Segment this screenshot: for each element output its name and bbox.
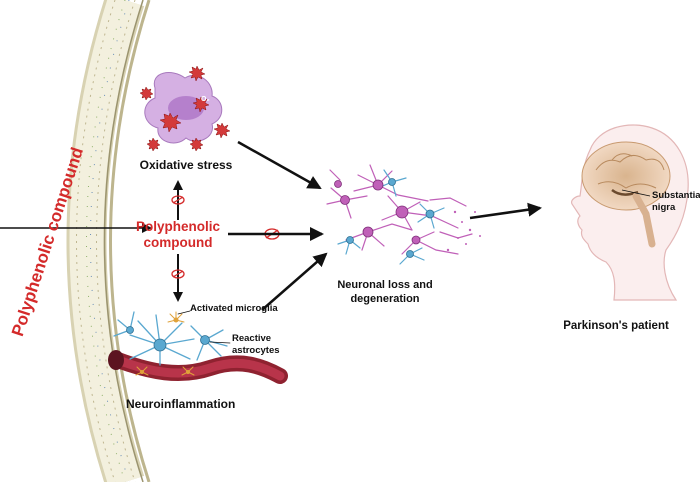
arrow-inflammation-to-neurons: [261, 252, 328, 311]
ros-label: O₂: [201, 96, 210, 103]
arrow-to-patient: [469, 202, 542, 220]
activated-microglia-label: Activated microglia: [190, 303, 278, 314]
cell-membrane: [66, 0, 151, 482]
oxidative-stress-cell: [144, 72, 223, 144]
substantia-nigra-label: Substantia nigra: [652, 190, 700, 214]
center-compound-label: Polyphenolic compound: [120, 219, 236, 251]
neuronal-loss-label: Neuronal loss and degeneration: [325, 278, 445, 306]
neuronal-loss-line2: degeneration: [350, 293, 420, 305]
glial-cells: [113, 310, 231, 376]
patient-label: Parkinson's patient: [563, 320, 669, 332]
neurons-cluster: [326, 164, 481, 265]
reactive-astrocytes-label: Reactive astrocytes: [232, 333, 280, 357]
reactive-astrocytes-line2: astrocytes: [232, 345, 280, 356]
substantia-line1: Substantia: [652, 190, 700, 201]
patient-head: [571, 124, 689, 301]
neuronal-loss-line1: Neuronal loss and: [337, 279, 433, 291]
reactive-astrocytes-line1: Reactive: [232, 333, 272, 344]
oxidative-stress-label: Oxidative stress: [139, 158, 233, 172]
neuroinflammation-label: Neuroinflammation: [126, 397, 236, 411]
center-compound-line2: compound: [143, 235, 213, 250]
center-compound-line1: Polyphenolic: [135, 219, 220, 234]
arrow-oxidative-to-neurons: [237, 140, 322, 190]
substantia-line2: nigra: [652, 202, 676, 213]
ros-bursts: [139, 65, 231, 152]
blood-vessel: [108, 350, 288, 384]
